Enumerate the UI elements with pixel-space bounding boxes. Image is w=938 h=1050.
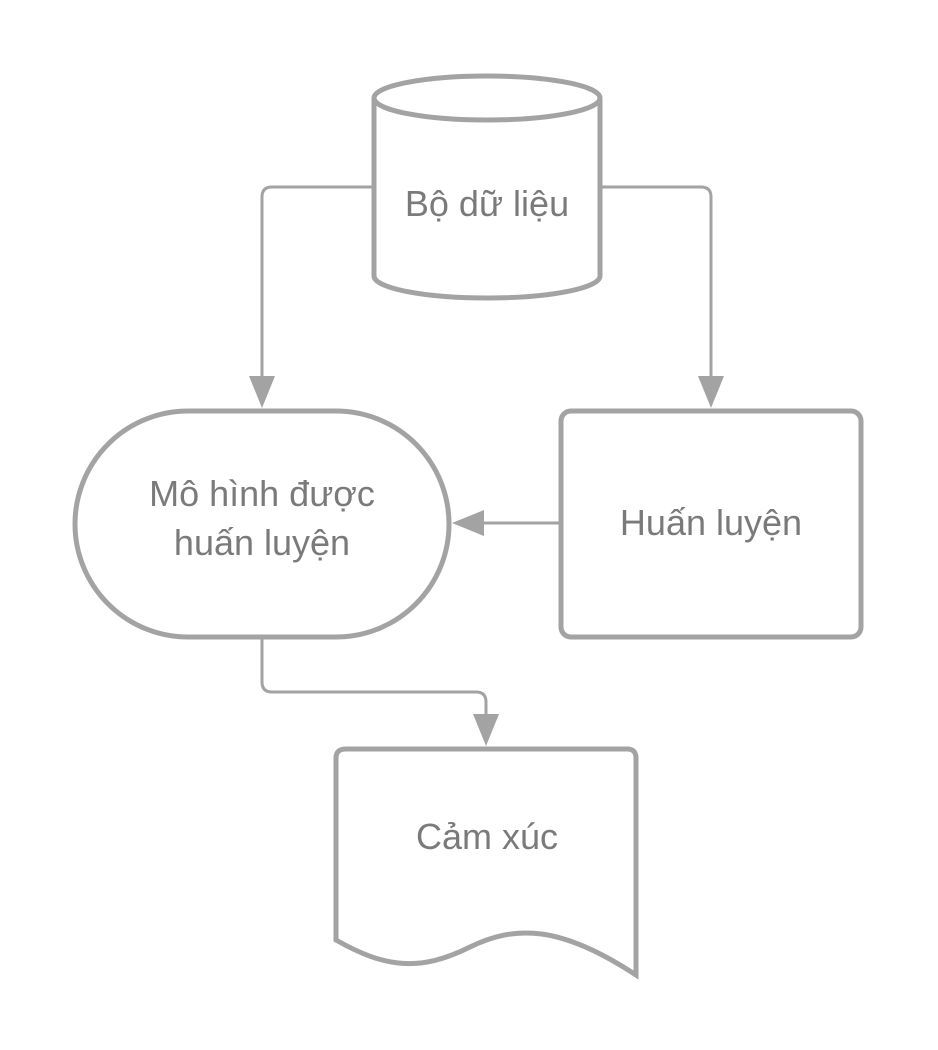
edge-dataset-to-training	[600, 185, 713, 380]
edge-trained-model-to-emotion	[260, 637, 488, 718]
node-training: Huấn luyện	[558, 408, 864, 640]
node-trained-model: Mô hình được huấn luyện	[72, 408, 452, 640]
trained-model-label-line1: Mô hình được	[149, 473, 375, 514]
trained-model-label-line2: huấn luyện	[174, 522, 350, 563]
emotion-label: Cảm xúc	[416, 816, 558, 857]
arrowhead-emotion-top	[473, 714, 499, 746]
dataset-cylinder-top	[371, 73, 603, 123]
training-process-box	[558, 408, 864, 640]
training-label: Huấn luyện	[620, 502, 802, 543]
arrowhead-trained-model-top	[249, 376, 275, 408]
arrowhead-trained-model-right	[452, 510, 484, 536]
dataset-cylinder-body	[371, 98, 603, 301]
dataset-label: Bộ dữ liệu	[405, 183, 569, 224]
emotion-document-shape	[333, 746, 639, 980]
edge-dataset-to-trained-model	[260, 185, 374, 380]
node-dataset: Bộ dữ liệu	[371, 73, 603, 301]
node-emotion: Cảm xúc	[333, 746, 639, 980]
connectors	[249, 185, 724, 746]
arrowhead-training-top	[698, 376, 724, 408]
trained-model-terminator	[72, 408, 452, 640]
